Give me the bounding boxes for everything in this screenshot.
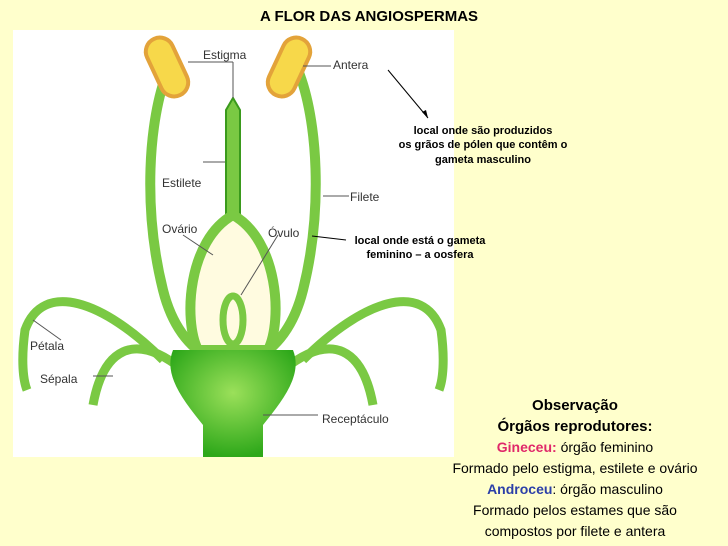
gineceu-line: Gineceu: órgão feminino [430, 437, 720, 458]
sepal-left [88, 344, 186, 406]
petal-left [18, 297, 167, 392]
petal-right [299, 297, 448, 392]
observation-box: Observação Órgãos reprodutores: Gineceu:… [430, 395, 720, 542]
anther-right [265, 35, 313, 99]
label-ovario: Ovário [162, 222, 198, 236]
gineceu-desc: órgão feminino [556, 439, 654, 455]
androceu-line: Androceu: órgão masculino [430, 479, 720, 500]
label-antera: Antera [333, 58, 369, 72]
style [225, 96, 241, 216]
flower-illustration [13, 30, 454, 457]
observation-heading: Observação [532, 397, 618, 414]
receptacle [170, 350, 296, 457]
label-filete: Filete [350, 190, 380, 204]
note-antera: local onde são produzidos os grãos de pó… [398, 125, 568, 166]
ovule [219, 292, 247, 348]
label-receptaculo: Receptáculo [322, 412, 389, 426]
gineceu-term: Gineceu: [496, 439, 557, 455]
label-estigma: Estigma [203, 48, 247, 62]
filament-left [145, 68, 216, 365]
androceu-desc: órgão masculino [556, 481, 663, 497]
flower-diagram [13, 30, 454, 457]
observation-subheading: Órgãos reprodutores: [497, 418, 653, 435]
gineceu-detail: Formado pelo estigma, estilete e ovário [452, 460, 698, 476]
androceu-detail-1: Formado pelos estames que são [473, 502, 677, 518]
page-title: A FLOR DAS ANGIOSPERMAS [260, 8, 479, 25]
label-sepala: Sépala [40, 372, 78, 386]
filament-right [250, 68, 321, 365]
androceu-term: Androceu [487, 481, 553, 497]
note-ovulo: local onde está o gameta feminino – a oo… [354, 235, 486, 262]
androceu-colon: : [552, 481, 557, 497]
label-ovulo: Óvulo [268, 226, 300, 240]
sepal-right [280, 344, 378, 406]
anther-left [143, 35, 191, 99]
label-petala: Pétala [30, 339, 65, 353]
label-estilete: Estilete [162, 176, 202, 190]
androceu-detail-2: compostos por filete e antera [484, 523, 666, 539]
